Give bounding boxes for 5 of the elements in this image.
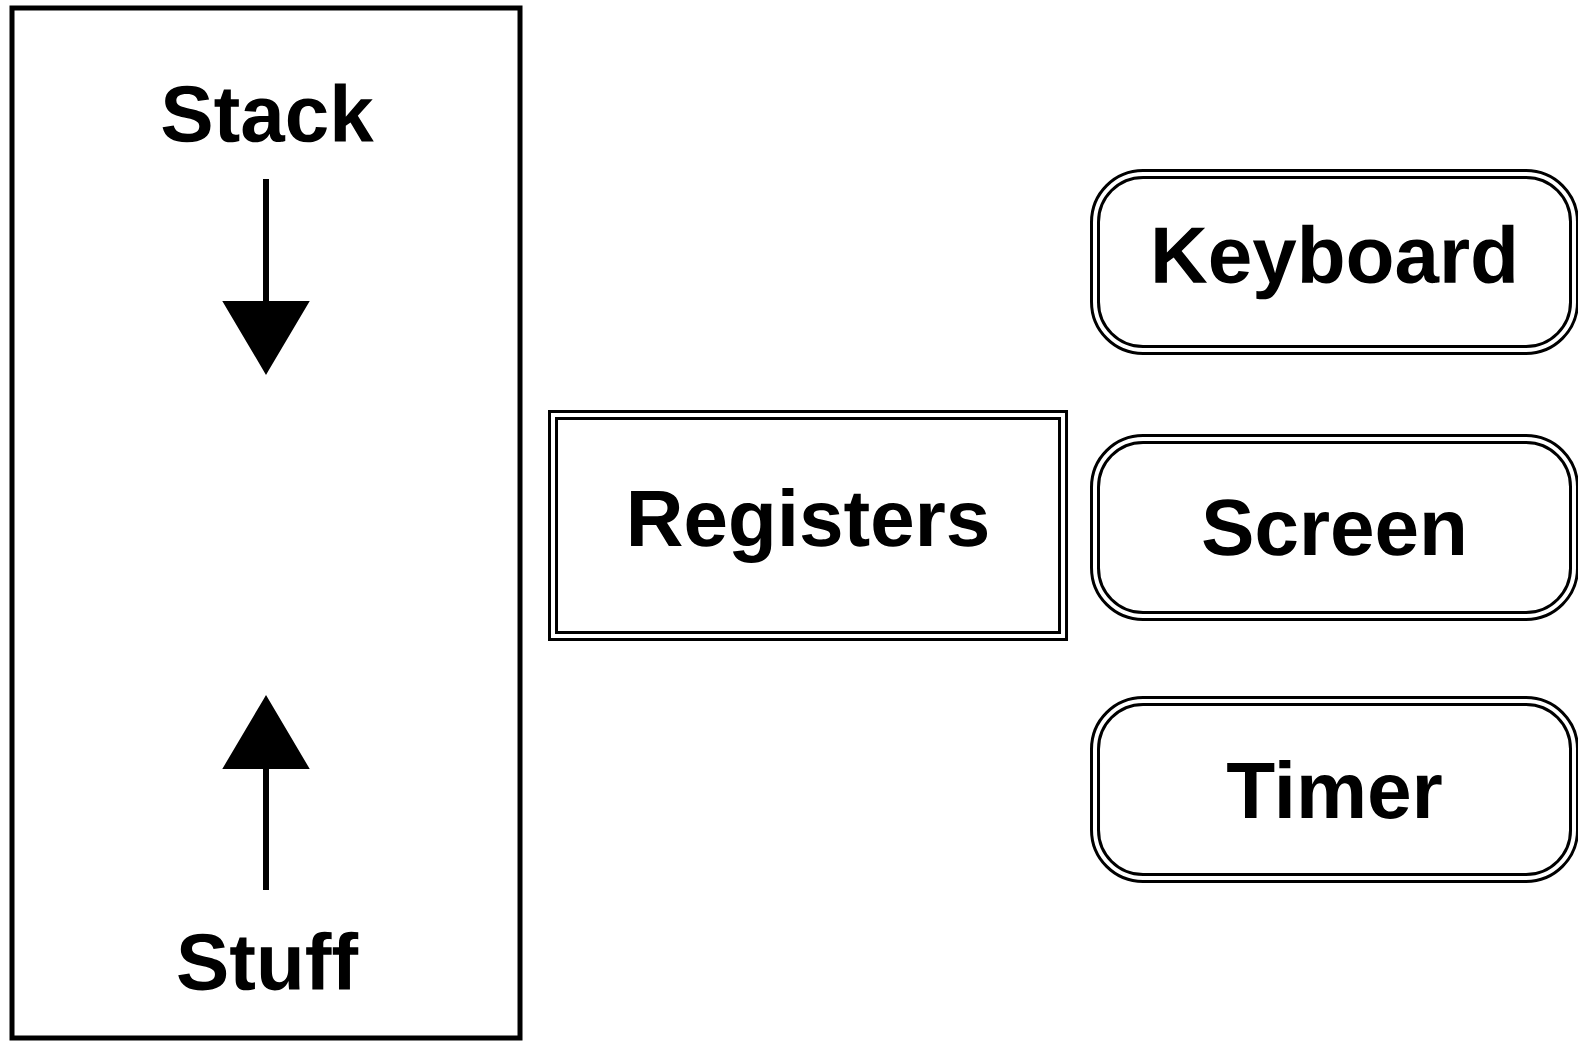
device-box: Keyboard	[1090, 169, 1578, 355]
device-box: Timer	[1090, 696, 1578, 883]
registers-box: Registers	[548, 410, 1068, 641]
device-box: Screen	[1090, 434, 1578, 621]
memory-box: Stack Stuff	[9, 5, 523, 1041]
